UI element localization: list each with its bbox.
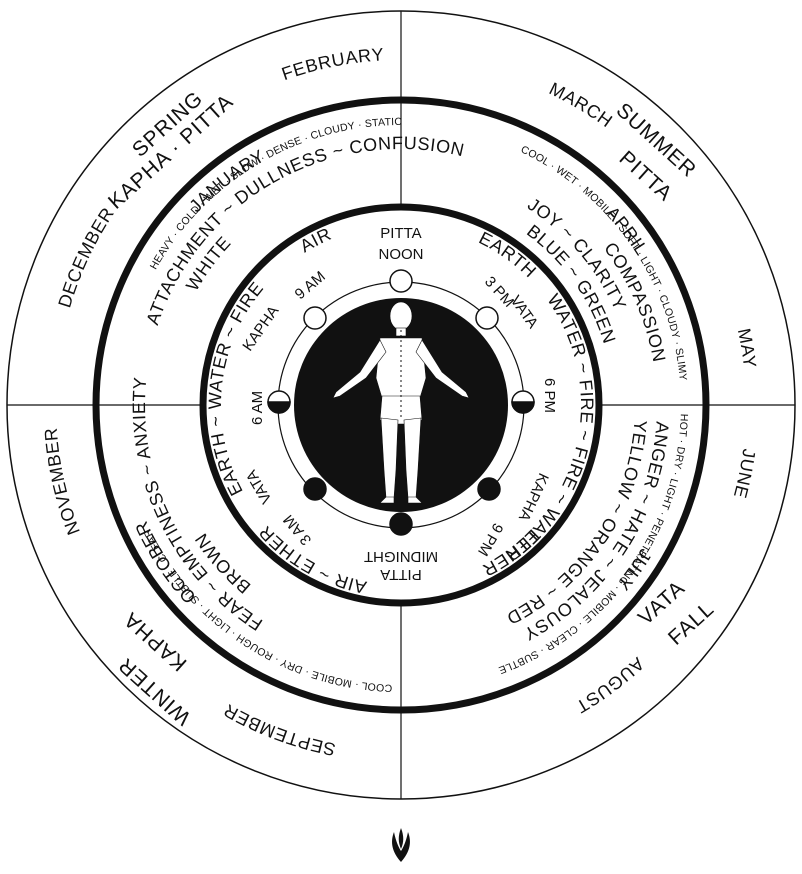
half-moon-icon-6pm	[512, 391, 534, 413]
month-february: FEBRUARY	[279, 44, 385, 84]
moon-icon-3am	[304, 478, 326, 500]
label-9am: 9 AM	[292, 268, 329, 303]
label-3pm-dosha: VATA	[507, 293, 541, 332]
moon-icon-midnight	[390, 513, 412, 535]
elements-left-bottom: AIR	[296, 224, 334, 257]
label-midnight-dosha: PITTA	[380, 566, 421, 583]
label-3am-dosha: VATA	[243, 467, 276, 507]
label-6am: 6 AM	[249, 391, 266, 425]
month-august: AUGUST	[572, 654, 648, 718]
sun-icon-noon	[390, 270, 412, 292]
month-june: JUNE	[730, 448, 759, 501]
month-september: SEPTEMBER	[220, 700, 337, 760]
label-midnight: MIDNIGHT	[364, 548, 438, 565]
label-6pm: 6 PM	[541, 378, 558, 413]
label-noon-dosha: PITTA	[380, 225, 421, 242]
month-november: NOVEMBER	[41, 427, 84, 538]
elements-top: WATER ~ FIRE ~ FIRE ~ WATER	[502, 290, 597, 565]
month-march: MARCH	[546, 78, 616, 131]
moon-icon-9pm	[478, 478, 500, 500]
flame-icon	[392, 828, 410, 862]
sun-icon-9am	[304, 307, 326, 329]
label-noon: NOON	[379, 246, 424, 263]
sun-icon-3pm	[476, 307, 498, 329]
half-moon-icon-6am	[268, 391, 290, 413]
month-december: DECEMBER	[54, 204, 118, 310]
month-may: MAY	[734, 327, 760, 370]
